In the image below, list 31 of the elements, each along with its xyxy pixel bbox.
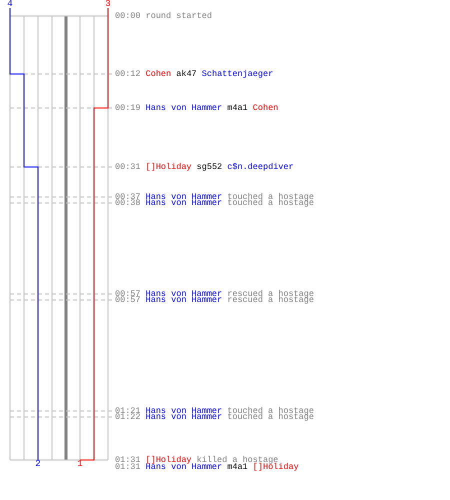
weapon-name: sg552: [196, 162, 222, 172]
player-name: Hans von Hammer: [146, 412, 222, 422]
weapon-name: m4a1: [227, 462, 248, 472]
timestamp: 00:12: [115, 69, 141, 79]
timestamp: 00:57: [115, 295, 141, 305]
player-name: Hans von Hammer: [146, 295, 222, 305]
timestamp: 00:00: [115, 11, 141, 21]
player-name: c$n.deepdiver: [227, 162, 294, 172]
player-name: Hans von Hammer: [146, 103, 222, 113]
count-label: 3: [105, 0, 111, 9]
player-name: Hans von Hammer: [146, 198, 222, 208]
weapon-name: ak47: [176, 69, 197, 79]
player-name: []Holiday: [146, 162, 192, 172]
count-label: 2: [35, 459, 41, 469]
timestamp: 00:31: [115, 162, 141, 172]
player-name: Cohen: [252, 103, 278, 113]
event-text: touched a hostage: [227, 198, 314, 208]
event-text: touched a hostage: [227, 412, 314, 422]
weapon-name: m4a1: [227, 103, 248, 113]
player-name: Schattenjaeger: [202, 69, 274, 79]
timestamp: 01:22: [115, 412, 141, 422]
timestamp: 00:19: [115, 103, 141, 113]
event-text: round started: [146, 11, 212, 21]
player-name: []Holiday: [252, 462, 299, 472]
timestamp: 01:31: [115, 462, 141, 472]
count-label: 1: [77, 459, 83, 469]
count-label: 4: [7, 0, 13, 9]
event-text: rescued a hostage: [227, 295, 314, 305]
player-name: Cohen: [146, 69, 172, 79]
timestamp: 00:38: [115, 198, 141, 208]
timestamp: 01:31: [115, 455, 141, 465]
